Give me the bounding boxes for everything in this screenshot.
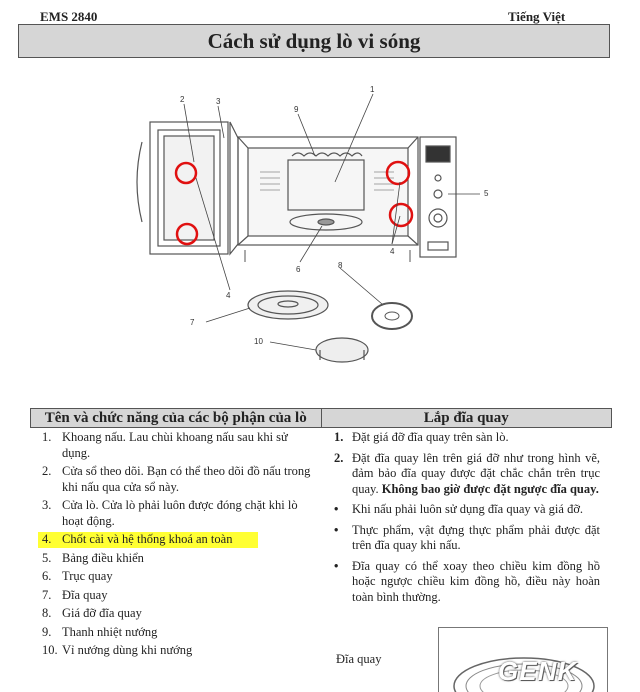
callout-7: 7 (190, 318, 195, 327)
callout-1: 1 (370, 85, 375, 94)
roller-ring (371, 302, 413, 330)
list-item: 2.Cửa sổ theo dõi. Bạn có thể theo dõi đ… (42, 464, 311, 494)
callout-5: 5 (484, 189, 489, 198)
grill-rack (315, 337, 369, 363)
turntable-header: Lắp đĩa quay (320, 409, 612, 427)
callout-3: 3 (216, 97, 221, 106)
warning-text: Không bao giờ được đặt ngược đĩa quay. (381, 481, 599, 496)
callout-9: 9 (294, 105, 299, 114)
callout-10: 10 (254, 337, 263, 346)
callout-6: 6 (296, 265, 301, 274)
tray-image (453, 657, 595, 692)
model-label: EMS 2840 (40, 9, 98, 24)
list-item: 10.Vỉ nướng dùng khi nướng (42, 643, 193, 657)
callout-8: 8 (338, 261, 343, 270)
tray-label: Đĩa quay (336, 652, 382, 666)
parts-list: 1.Khoang nấu. Lau chùi khoang nấu sau kh… (38, 430, 312, 662)
instruction-step: 1.Đặt giá đỡ đĩa quay trên sàn lò. (334, 430, 509, 444)
list-item: 9.Thanh nhiệt nướng (42, 624, 158, 639)
callout-numbers: 2 3 1 9 4 4 5 6 8 7 10 (180, 85, 489, 346)
table-header: Tên và chức năng của các bộ phận của lò … (30, 408, 612, 428)
list-item: 8.Giá đỡ đĩa quay (42, 606, 142, 620)
tray-image-box (438, 627, 608, 692)
list-item: 6.Trục quay (42, 569, 113, 583)
list-item: 3.Cửa lò. Cửa lò phải luôn được đóng chặ… (42, 498, 298, 528)
instruction-bullet: •Khi nấu phải luôn sử dụng đĩa quay và g… (334, 502, 584, 516)
parts-header: Tên và chức năng của các bộ phận của lò (44, 409, 307, 426)
callout-2: 2 (180, 95, 185, 104)
turntable (247, 290, 329, 320)
callout-4-right: 4 (390, 247, 395, 256)
language-label: Tiếng Việt (508, 9, 566, 24)
callout-4-left: 4 (226, 291, 231, 300)
microwave-door (136, 121, 229, 255)
instruction-bullet: •Đĩa quay có thể xoay theo chiều kim đồn… (334, 558, 600, 604)
instruction-bullet: •Thực phẩm, vật đựng thực phẩm phải được… (334, 522, 600, 553)
microwave-diagram: 2 3 1 9 4 4 5 6 8 7 10 (136, 85, 489, 363)
instruction-step: 2.Đặt đĩa quay lên trên giá đỡ như trong… (334, 450, 600, 496)
turntable-instructions: 1.Đặt giá đỡ đĩa quay trên sàn lò. 2.Đặt… (332, 430, 600, 610)
list-item: 1.Khoang nấu. Lau chùi khoang nấu sau kh… (42, 430, 288, 460)
control-panel (419, 136, 457, 258)
page-title: Cách sử dụng lò vi sóng (18, 24, 610, 58)
latch-highlight-circles (174, 160, 414, 246)
list-item-highlighted: 4.Chốt cài và hệ thống khoá an toàn (38, 532, 258, 548)
list-item: 7.Đĩa quay (42, 587, 108, 602)
microwave-body (229, 121, 419, 256)
list-item: 5.Bảng điều khiển (42, 550, 144, 565)
watermark-logo: GENK (498, 656, 578, 686)
